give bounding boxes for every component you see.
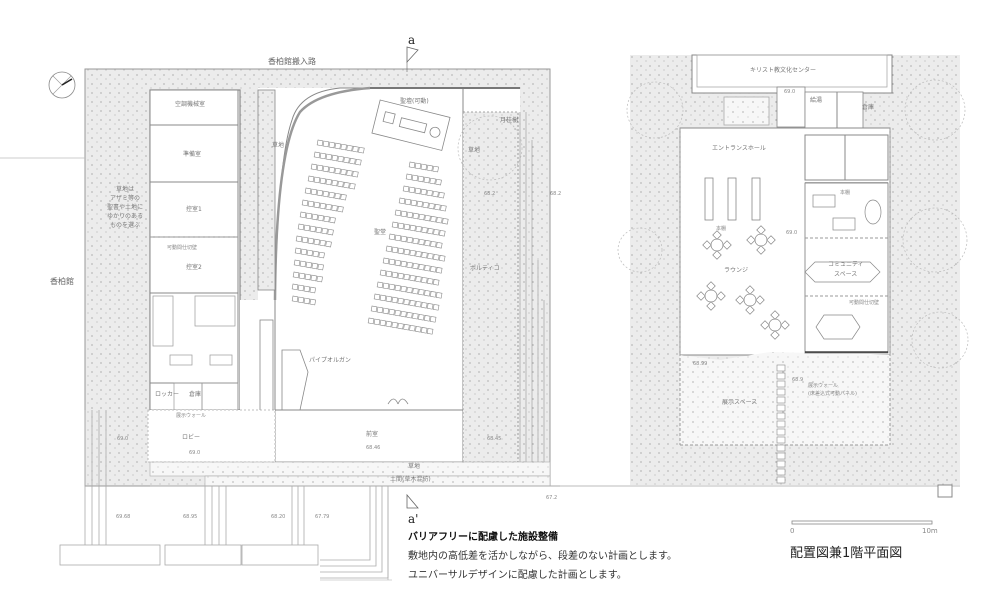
- room-community-2: スペース: [834, 271, 858, 278]
- neighbor-building-label: 香柏館: [50, 277, 74, 286]
- room-lobby: ロビー: [182, 434, 201, 441]
- elevation-label: 68.2: [484, 191, 496, 197]
- bookshelf-label-2: 本棚: [840, 190, 851, 196]
- bookshelf-label-1: 本棚: [716, 226, 727, 232]
- elevation-label: 69.0: [784, 89, 796, 95]
- room-locker: ロッカー: [155, 391, 180, 398]
- scale-end: 10m: [922, 527, 938, 535]
- elevation-label: 68.95: [183, 514, 198, 520]
- room-entrance-hall: エントランスホール: [712, 145, 766, 152]
- room-anteroom: 前室: [366, 431, 379, 438]
- display-wall-label-right: 展示ウォール: [808, 383, 839, 389]
- elevation-label: 68.45: [487, 436, 502, 442]
- lawn-label-1: 草地: [272, 142, 285, 149]
- room-chapel: 聖堂: [374, 229, 387, 236]
- section-mark-a: a: [408, 33, 416, 47]
- elevation-label: 68.46: [366, 445, 381, 451]
- section-mark-a-prime: a': [408, 512, 419, 526]
- room-prep: 準備室: [183, 151, 202, 158]
- earth-floor-label: 土間(草木混紡): [390, 476, 431, 483]
- barrier-free-notes: バリアフリーに配慮した施設整備 敷地内の高低差を活かしながら、段差のない計画とし…: [408, 528, 677, 585]
- room-hvac: 空調機械室: [175, 101, 206, 108]
- elevation-label: 68.2: [550, 191, 562, 197]
- christian-center-label: キリスト教文化センター: [750, 67, 817, 74]
- pipe-organ-label: パイプオルガン: [309, 357, 351, 364]
- lawn-label-2: 草地: [468, 147, 481, 154]
- elevation-label: 68.99: [693, 361, 708, 367]
- access-road-label: 香柏館搬入路: [268, 57, 316, 66]
- elevation-label: 69.0: [117, 436, 129, 442]
- display-space-label: 展示スペース: [722, 399, 758, 406]
- movable-partition-label-right: 可動間仕切壁: [849, 300, 880, 306]
- elevation-label: 67.2: [546, 495, 558, 501]
- portico-label: ポルティコ: [470, 265, 500, 272]
- north-arrow-icon: [48, 71, 76, 99]
- notes-line: 敷地内の高低差を活かしながら、段差のない計画とします。: [408, 551, 677, 562]
- altar-label: 聖壇(可動): [400, 98, 429, 105]
- drawing-title: 配置図兼1階平面図: [790, 546, 903, 561]
- elevation-label: 69.0: [189, 450, 201, 456]
- room-storage-left: 倉庫: [189, 391, 202, 398]
- notes-heading: バリアフリーに配慮した施設整備: [408, 532, 558, 543]
- room-community: コミュニティ: [828, 261, 864, 268]
- notes-line: ユニバーサルデザインに配慮した計画とします。: [408, 570, 627, 581]
- display-wall-note: (床差込式可動パネル): [808, 391, 857, 397]
- room-lounge: ラウンジ: [724, 267, 749, 274]
- room-waiting-2: 控室2: [186, 264, 202, 271]
- lawn-note: 草地は アザミ等の 聖書や土地に ゆかりのある ものを選ぶ: [106, 186, 143, 229]
- elevation-label: 67.79: [315, 514, 330, 520]
- movable-partition-label-left: 可動間仕切壁: [167, 245, 198, 251]
- elevation-label: 69.68: [116, 514, 131, 520]
- display-wall-label-left: 展示ウォール: [176, 413, 207, 419]
- tree-label: 月桂樹: [500, 117, 519, 124]
- elevation-label: 68.20: [271, 514, 286, 520]
- room-storage-right: 倉庫: [862, 104, 875, 111]
- elevation-label: 68.9: [792, 377, 804, 383]
- room-waiting-1: 控室1: [186, 206, 202, 213]
- scale-start: 0: [790, 527, 795, 535]
- elevation-label: 69.0: [786, 230, 798, 236]
- room-kitchenette: 給湯: [810, 97, 823, 104]
- lawn-label-3: 草地: [408, 463, 421, 470]
